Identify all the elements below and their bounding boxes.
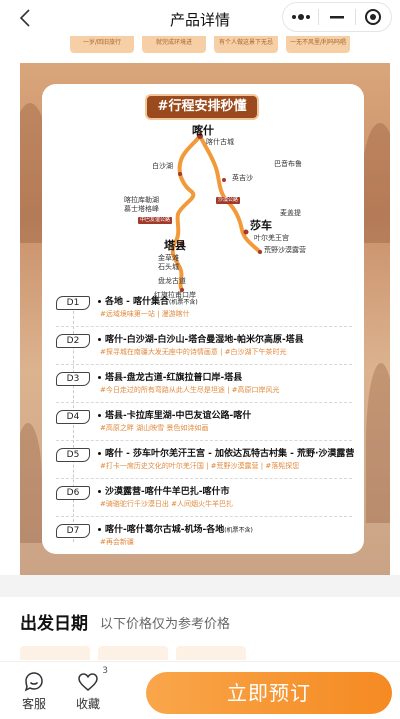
- road-tag-desert: 沙漠公路: [216, 197, 241, 204]
- day-badge: D1: [56, 296, 90, 310]
- day-badge: D3: [56, 372, 90, 386]
- departure-subtitle: 以下价格仅为参考价格: [100, 617, 231, 632]
- route-map-svg: [170, 133, 262, 292]
- mini-program-capsule: [282, 2, 392, 32]
- route-map: 喀什 喀什古城 白沙湖 巴音布鲁 英吉沙 喀拉库勒湖 慕士塔格峰 沙漠公路 中巴…: [42, 84, 364, 324]
- map-label-yengisar: 英吉沙: [232, 174, 253, 182]
- target-close-icon: [365, 9, 382, 25]
- itinerary-poster: #行程安排秒懂 喀什 喀什古城 白沙湖 巴音布鲁 英吉沙 喀拉库勒湖 慕士塔格峰…: [20, 63, 390, 575]
- day-subtitle: #今日走过的所有弯路从此人生尽是坦途 | #高原口岸风光: [100, 386, 280, 394]
- road-tag-china-pakistan: 中巴友谊公路: [138, 217, 173, 224]
- date-option[interactable]: [20, 646, 90, 660]
- day-title: 喀什 - 莎车叶尔羌汗王宫 - 加依达瓦特古村集 - 荒野·沙漠露营: [98, 448, 360, 460]
- chat-bubble-icon: [24, 672, 43, 692]
- day-title: 塔县-盘龙古道-红旗拉普口岸-塔县: [98, 372, 360, 384]
- map-label-muztagh: 慕士塔格峰: [124, 205, 159, 213]
- map-label-bayinbulu: 巴音布鲁: [274, 160, 302, 168]
- day-subtitle: #打卡一席历史文化的叶尔羌汗国 | #荒野沙漠露营 | #落髡探您: [100, 462, 300, 470]
- map-label-baisha-lake: 白沙湖: [152, 162, 173, 170]
- day-badge: D4: [56, 410, 90, 424]
- date-option[interactable]: [176, 646, 246, 660]
- chevron-left-icon: [19, 9, 30, 27]
- map-label-kashgar: 喀什: [192, 124, 214, 137]
- tag-chip: 就完成环境进: [142, 36, 206, 53]
- day-title: 沙漠露营-喀什牛羊巴扎-喀什市: [98, 486, 360, 498]
- day-title: 各地 - 喀什集合(机票不含): [98, 296, 360, 309]
- day-title: 塔县-卡拉库里湖-中巴友谊公路-喀什: [98, 410, 360, 422]
- day-subtitle: #远域境味第一站 | 漫游喀什: [100, 310, 190, 318]
- favorite-count: 3: [102, 666, 108, 676]
- day-title: 喀什-白沙湖-白沙山-塔合曼湿地-帕米尔高原-塔县: [98, 334, 360, 346]
- minus-icon: [329, 16, 344, 19]
- map-label-panlong: 盘龙古道: [158, 277, 186, 285]
- tag-chip: 有个人做这景下无忌: [214, 36, 278, 53]
- map-label-golden-grass: 金草滩: [158, 254, 179, 262]
- bottom-action-bar: 客服 3 收藏 立即预订: [0, 661, 400, 719]
- departure-title: 出发日期: [20, 614, 88, 634]
- day-subtitle: #再会新疆: [100, 538, 134, 546]
- customer-service-button[interactable]: 客服: [14, 670, 54, 712]
- day-badge: D6: [56, 486, 90, 500]
- favorite-label: 收藏: [75, 697, 100, 711]
- more-dots-icon: [291, 14, 310, 20]
- day-badge: D5: [56, 448, 90, 462]
- itinerary-card: #行程安排秒懂 喀什 喀什古城 白沙湖 巴音布鲁 英吉沙 喀拉库勒湖 慕士塔格峰…: [42, 84, 364, 554]
- day-subtitle: #探寻城在南疆大发无座中的诗情画意 | #白沙湖下午茶时光: [100, 348, 287, 356]
- close-button[interactable]: [356, 3, 391, 31]
- map-label-desert-camp: 荒野沙漠露营: [264, 246, 306, 254]
- map-label-stone-city: 石头城: [158, 263, 179, 271]
- book-now-button[interactable]: 立即预订: [146, 672, 392, 714]
- map-label-tashkurgan: 塔县: [164, 239, 186, 252]
- day-subtitle: #骑骆驼行千沙漠日出 #人间烟火牛羊巴扎: [100, 500, 233, 508]
- nav-header: 产品详情: [0, 0, 400, 36]
- day-subtitle: #高原之畔 湖山映雪 景色如诗如画: [100, 424, 209, 432]
- section-divider: [0, 575, 400, 597]
- card-title: #行程安排秒懂: [145, 94, 259, 120]
- map-label-karakul: 喀拉库勒湖: [124, 196, 159, 204]
- more-button[interactable]: [283, 3, 318, 31]
- map-label-yarkand-palace: 叶尔羌王宫: [254, 234, 289, 242]
- map-label-maigaiti: 麦盖提: [280, 209, 301, 217]
- departure-section: 出发日期 以下价格仅为参考价格: [20, 609, 390, 634]
- minimize-button[interactable]: [319, 3, 354, 31]
- page-title: 产品详情: [169, 11, 230, 29]
- heart-icon: [78, 673, 98, 691]
- day-title: 喀什-喀什葛尔古城-机场-各地(机票不含): [98, 524, 360, 537]
- map-label-shache: 莎车: [250, 219, 272, 232]
- customer-service-label: 客服: [21, 697, 46, 711]
- day-badge: D2: [56, 334, 90, 348]
- back-button[interactable]: [14, 6, 38, 30]
- map-label-old-town: 喀什古城: [206, 138, 234, 146]
- map-label-khunjerab: 红旗拉甫口岸: [154, 291, 196, 299]
- tag-strip: 一岁/回旧旅行 就完成环境进 有个人做这景下无忌 一无不风里/利吗吗唱: [0, 36, 400, 62]
- tag-chip: 一岁/回旧旅行: [70, 36, 134, 53]
- date-option[interactable]: [98, 646, 168, 660]
- tag-chip: 一无不风里/利吗吗唱: [286, 36, 350, 53]
- favorite-button[interactable]: 3 收藏: [68, 666, 108, 712]
- date-options: [20, 646, 380, 660]
- day-badge: D7: [56, 524, 90, 538]
